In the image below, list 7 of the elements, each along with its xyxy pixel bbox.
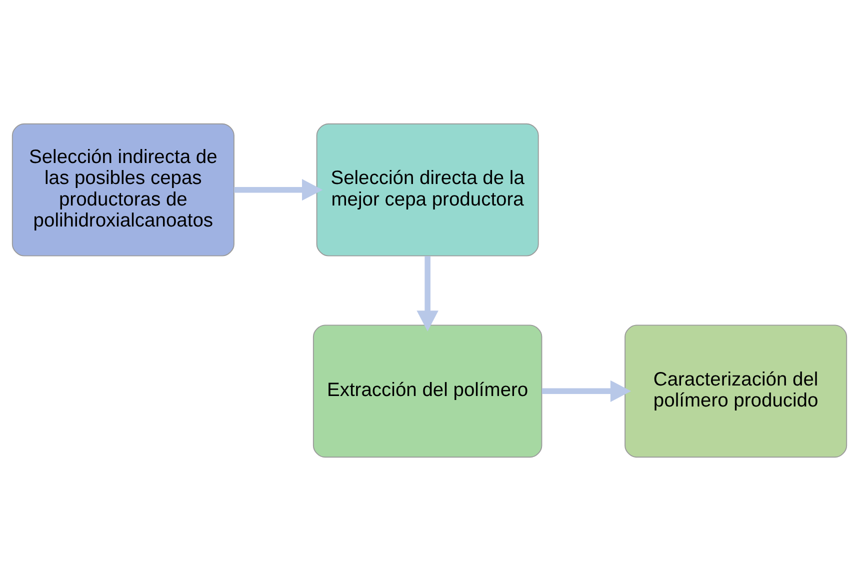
- node-box: Caracterización del polímero producido: [624, 324, 848, 458]
- arrow: [234, 178, 323, 200]
- arrow: [542, 380, 632, 402]
- node-box: Selección directa de la mejor cepa productora: [316, 122, 539, 256]
- arrow: [416, 256, 438, 331]
- node-box: Selección indirecta de las posibles cepas productoras de polihidroxialcanoatos: [12, 122, 234, 256]
- node-box: Extracción del polímero: [312, 324, 542, 458]
